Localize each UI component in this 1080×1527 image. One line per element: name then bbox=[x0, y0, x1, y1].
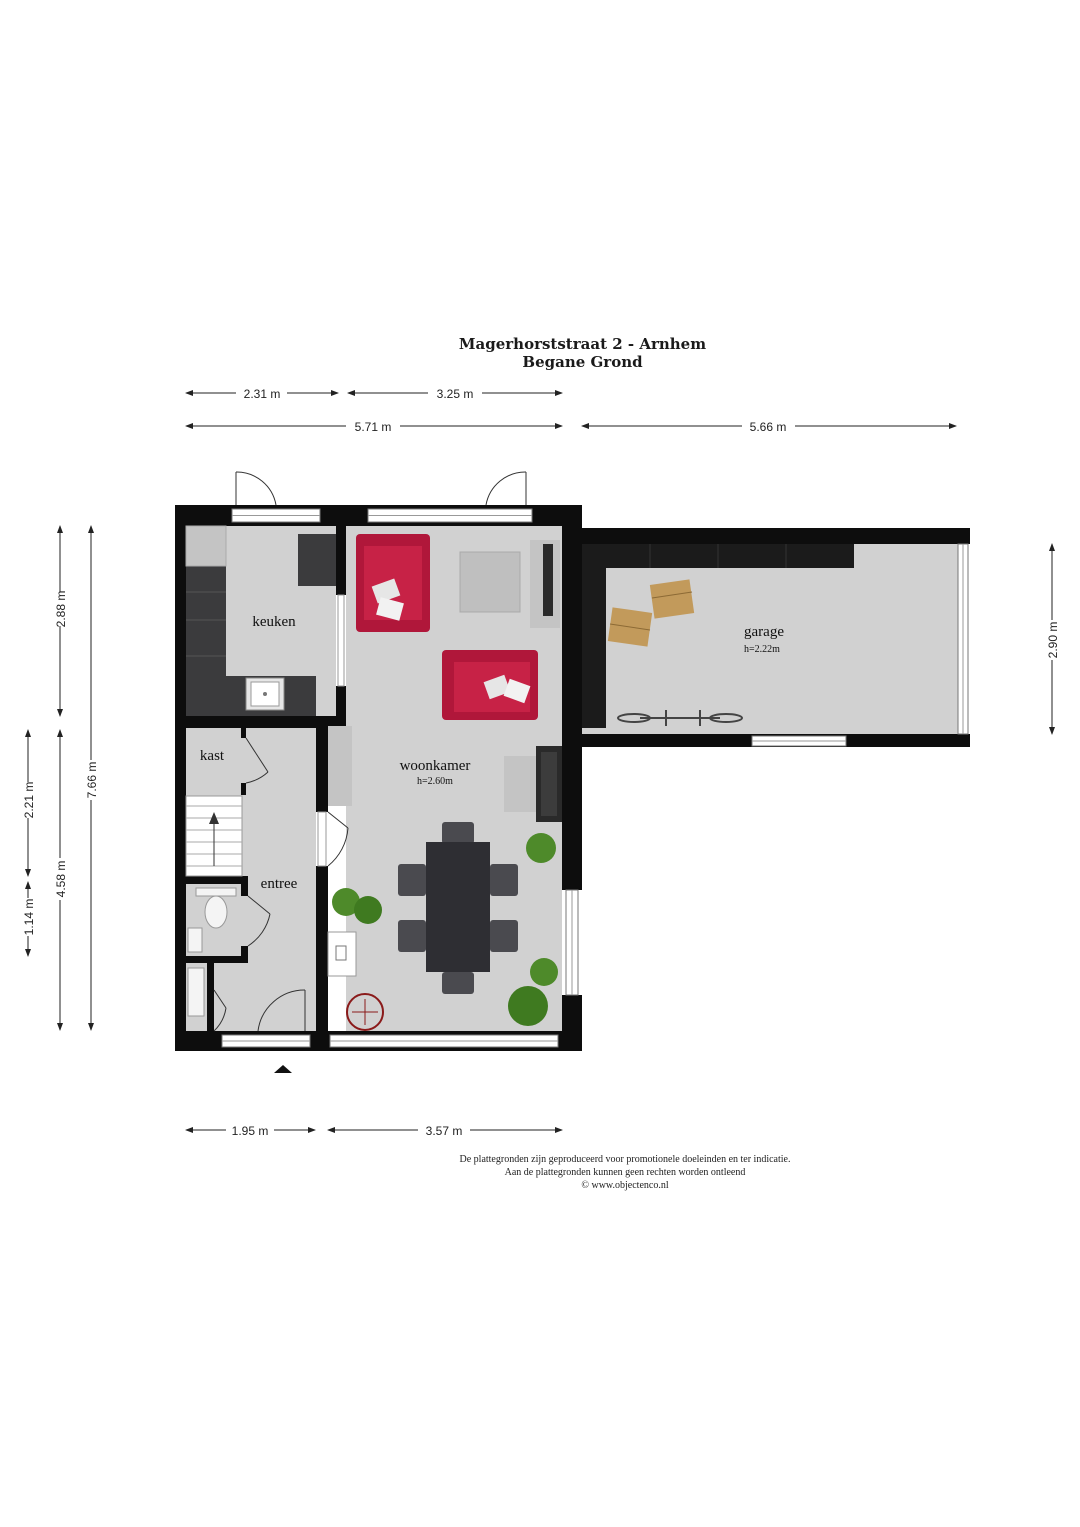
page-subtitle: Begane Grond bbox=[522, 353, 643, 371]
dim-label: 2.88 m bbox=[54, 591, 68, 628]
kitchen-sink bbox=[245, 677, 285, 711]
room-label-keuken: keuken bbox=[252, 614, 296, 630]
dimension-right-garage: 2.90 m bbox=[1046, 543, 1060, 735]
floor-lamp bbox=[346, 993, 384, 1031]
garage-storage bbox=[582, 544, 854, 728]
dim-label: 4.58 m bbox=[54, 861, 68, 898]
dim-label: 5.66 m bbox=[750, 420, 787, 434]
dim-label: 2.90 m bbox=[1046, 622, 1060, 659]
dimension-left-kast: 2.21 m bbox=[22, 729, 36, 877]
dining-table bbox=[398, 822, 518, 994]
room-label-kast: kast bbox=[200, 748, 225, 764]
dim-label: 7.66 m bbox=[85, 762, 99, 799]
dimension-bottom-right: 3.57 m bbox=[327, 1124, 563, 1138]
side-table bbox=[327, 931, 357, 977]
disclaimer-line: Aan de plattegronden kunnen geen rechten… bbox=[504, 1167, 746, 1178]
dim-label: 2.31 m bbox=[244, 387, 281, 401]
dim-label: 3.25 m bbox=[437, 387, 474, 401]
dimension-left-entree: 4.58 m bbox=[54, 729, 68, 1031]
dim-label: 1.95 m bbox=[232, 1124, 269, 1138]
sofa-top bbox=[356, 534, 430, 632]
page-title: Magerhorststraat 2 - Arnhem bbox=[458, 335, 707, 353]
dimension-top-total-house: 5.71 m bbox=[185, 420, 563, 434]
dimension-left-keuken: 2.88 m bbox=[54, 525, 68, 717]
room-height-garage: h=2.22m bbox=[744, 644, 780, 655]
doors bbox=[213, 471, 527, 1032]
coffee-table bbox=[459, 551, 521, 613]
dimension-top-garage: 5.66 m bbox=[581, 420, 957, 434]
garage-boxes bbox=[607, 579, 695, 647]
dim-label: 5.71 m bbox=[355, 420, 392, 434]
dim-label: 1.14 m bbox=[22, 899, 36, 936]
side-cabinets bbox=[328, 726, 562, 822]
toilet bbox=[187, 887, 237, 1017]
copyright-line: © www.objectenco.nl bbox=[581, 1180, 669, 1191]
dimension-top-inner-right: 3.25 m bbox=[347, 387, 563, 401]
room-label-entree: entree bbox=[261, 876, 298, 892]
dimension-left-toilet: 1.14 m bbox=[22, 881, 36, 957]
dimension-left-total: 7.66 m bbox=[85, 525, 99, 1031]
dim-label: 3.57 m bbox=[426, 1124, 463, 1138]
staircase bbox=[185, 795, 243, 877]
sofa-middle bbox=[442, 650, 538, 720]
tv-cabinet bbox=[530, 540, 560, 628]
room-label-garage: garage bbox=[744, 624, 784, 640]
dim-label: 2.21 m bbox=[22, 782, 36, 819]
disclaimer-line: De plattegronden zijn geproduceerd voor … bbox=[459, 1154, 791, 1165]
entrance-marker bbox=[274, 1065, 292, 1073]
bicycle bbox=[617, 710, 743, 726]
windows bbox=[221, 508, 969, 1048]
room-height-woonkamer: h=2.60m bbox=[417, 776, 453, 787]
plants bbox=[332, 833, 558, 1026]
disclaimer: De plattegronden zijn geproduceerd voor … bbox=[300, 1153, 950, 1192]
dimension-bottom-left: 1.95 m bbox=[185, 1124, 316, 1138]
dimension-top-inner-left: 2.31 m bbox=[185, 387, 339, 401]
room-label-woonkamer: woonkamer bbox=[400, 758, 471, 774]
